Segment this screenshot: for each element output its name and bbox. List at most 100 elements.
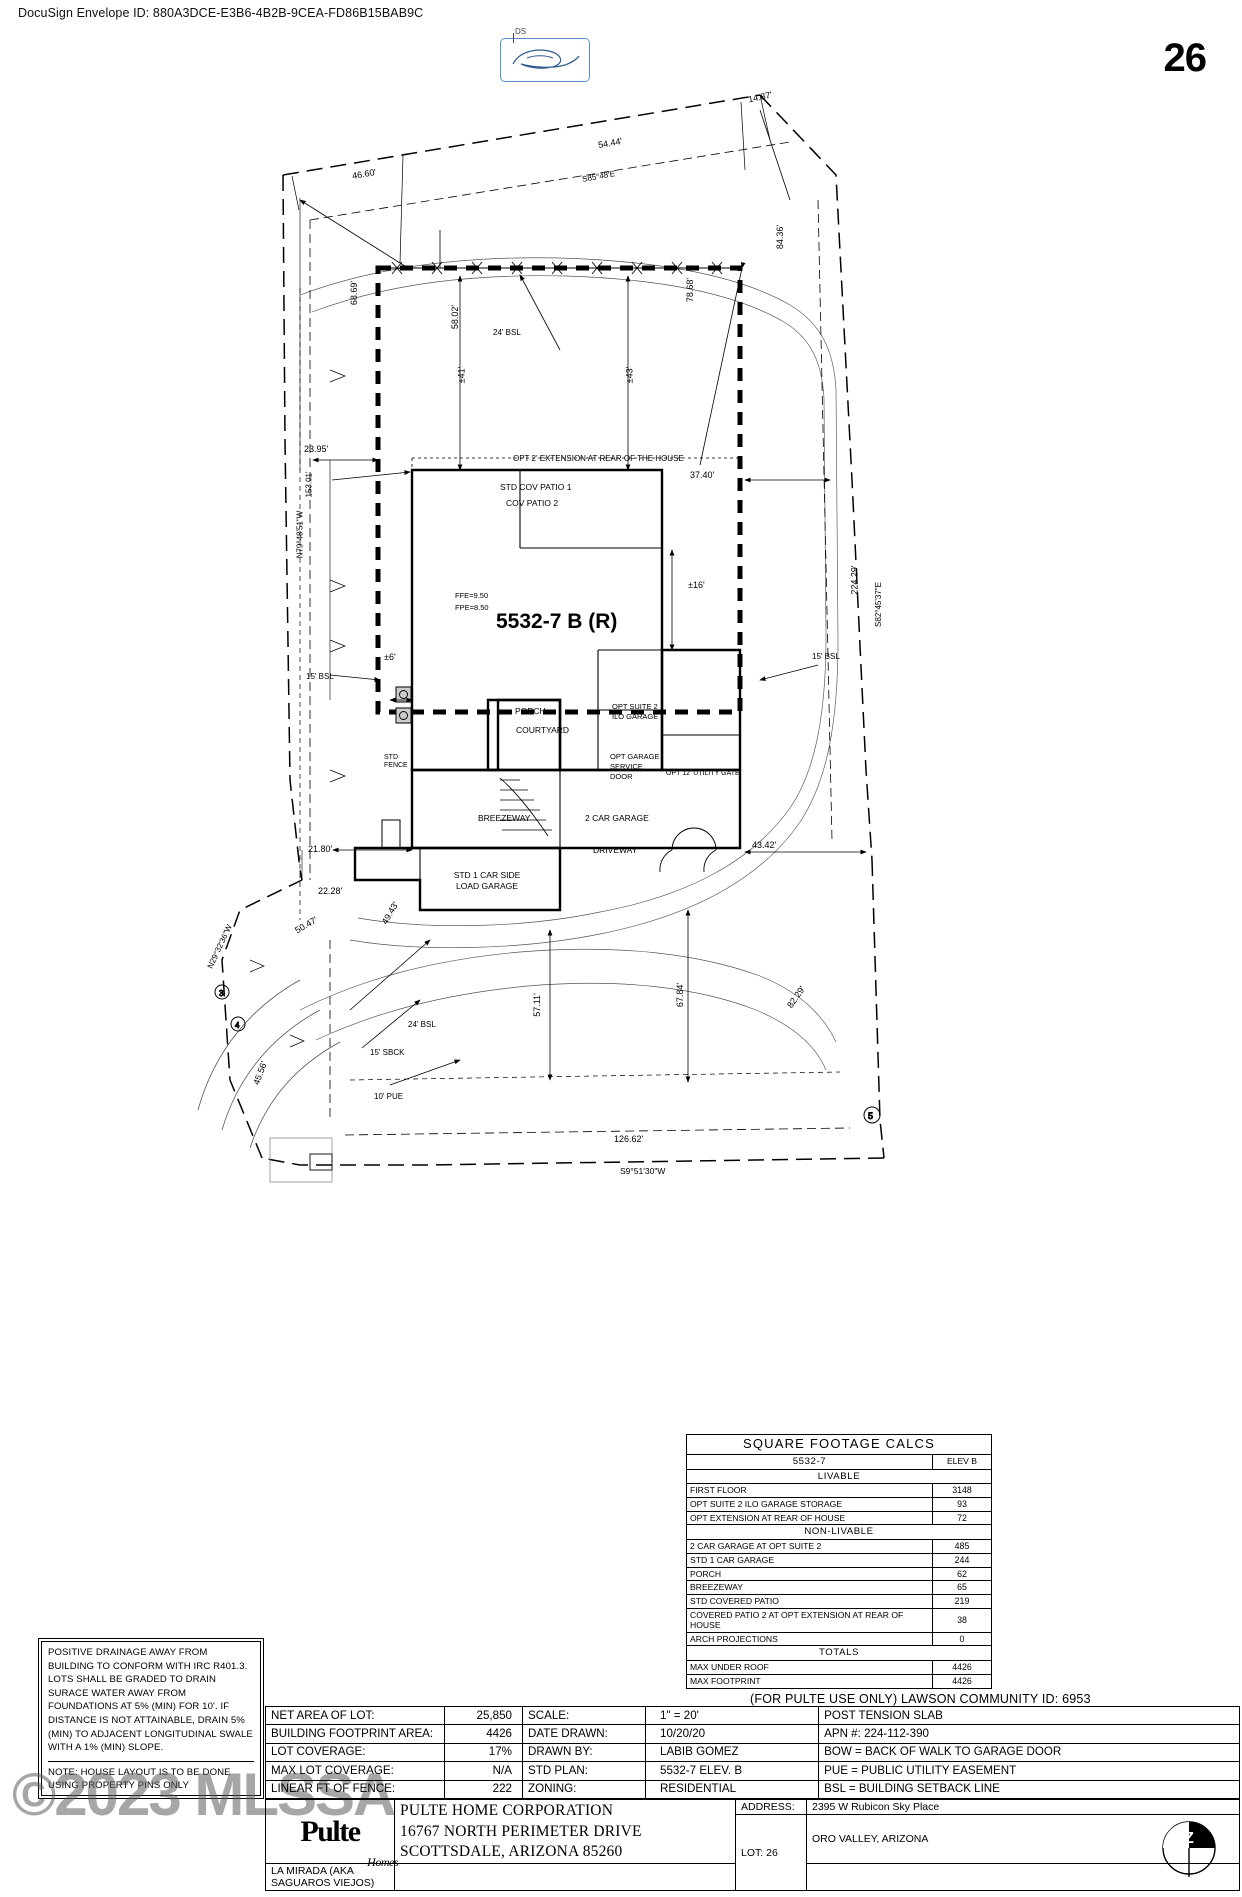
house-plan-label: 5532-7 B (R) [496, 610, 618, 633]
dim-7868: 78.68' [685, 277, 696, 303]
sqft-row-name: MAX FOOTPRINT [686, 1673, 933, 1689]
sqft-section-label: LIVABLE [686, 1468, 992, 1485]
dim-22429: 224.29' [849, 565, 860, 595]
room-opt-suite-2: OPT SUITE 2 ILO GARAGE [612, 702, 659, 721]
page-number: 26 [1163, 36, 1207, 80]
note-opt-extension: OPT 2' EXTENSION AT REAR OF THE HOUSE [513, 454, 684, 463]
dim-2180: 21.80' [308, 844, 333, 854]
setback-15bsl-right: 15' BSL [812, 652, 840, 661]
docusign-tick [513, 33, 514, 43]
docusign-signature-stamp[interactable]: DS [500, 27, 590, 82]
sqft-row-name: MAX UNDER ROOF [686, 1660, 933, 1675]
tb-right-note: POST TENSION SLAB [818, 1705, 1240, 1726]
sqft-row-name: OPT EXTENSION AT REAR OF HOUSE [686, 1510, 933, 1526]
sqft-row-value: 72 [932, 1510, 992, 1526]
lot-key: LOT: [741, 1846, 764, 1859]
table-row: Pulte Homes PULTE HOME CORPORATION 16767… [265, 1799, 1240, 1869]
svg-text:3: 3 [219, 989, 224, 998]
sqft-row-name: ARCH PROJECTIONS [686, 1631, 933, 1647]
table-row: NET AREA OF LOT: 25,850 SCALE: 1" = 20' … [265, 1705, 1240, 1726]
sqft-row-name: STD 1 CAR GARAGE [686, 1552, 933, 1568]
sqft-title: SQUARE FOOTAGE CALCS [686, 1434, 992, 1455]
tb-key: LOT COVERAGE: [265, 1742, 445, 1763]
address-key: ADDRESS: [735, 1799, 807, 1816]
sqft-row-value: 38 [932, 1607, 992, 1633]
north-arrow-compass: Z [1158, 1817, 1220, 1879]
room-std-cov-patio-1: STD COV PATIO 1 [500, 482, 572, 492]
sqft-section-nonlivable: NON-LIVABLE [686, 1524, 992, 1541]
svg-text:5: 5 [868, 1111, 873, 1121]
tb-right-note: PUE = PUBLIC UTILITY EASEMENT [818, 1761, 1240, 1781]
svg-text:4: 4 [235, 1021, 240, 1030]
table-row: MAX UNDER ROOF 4426 [686, 1660, 992, 1675]
title-block: NET AREA OF LOT: 25,850 SCALE: 1" = 20' … [265, 1705, 1240, 1891]
sqft-row-value: 65 [932, 1580, 992, 1595]
bearing-s9: S9°51'30"W [620, 1166, 666, 1176]
sqft-row-value: 4426 [932, 1673, 992, 1689]
tb-value: 5532-7 ELEV. B [644, 1761, 820, 1781]
dim-4342: 43.42' [752, 840, 777, 850]
tb-key: NET AREA OF LOT: [265, 1705, 445, 1726]
sqft-section-label: TOTALS [686, 1645, 992, 1662]
room-breezeway: BREEZEWAY [478, 813, 531, 823]
tb-key: ZONING: [522, 1779, 646, 1800]
dim-3740: 37.40' [690, 470, 715, 480]
sqft-plan-number: 5532-7 [686, 1453, 933, 1470]
note-divider [48, 1760, 254, 1762]
tb-right-note: APN #: 224-112-390 [818, 1724, 1240, 1744]
tb-right-note: BOW = BACK OF WALK TO GARAGE DOOR [818, 1742, 1240, 1763]
offset-41: ±41' [456, 366, 467, 384]
dim-2228: 22.28' [318, 886, 343, 896]
tb-key: DATE DRAWN: [522, 1724, 646, 1744]
tb-value: 1" = 20' [644, 1705, 820, 1726]
tb-key: STD PLAN: [522, 1761, 646, 1781]
company-city: SCOTTSDALE, ARIZONA 85260 [400, 1842, 623, 1860]
square-footage-table: SQUARE FOOTAGE CALCS 5532-7 ELEV B LIVAB… [686, 1434, 992, 1689]
drainage-note-box: POSITIVE DRAINAGE AWAY FROM BUILDING TO … [38, 1638, 264, 1800]
tb-value: 25,850 [444, 1705, 523, 1726]
sqft-row-value: 93 [932, 1496, 992, 1512]
lot-value: 26 [766, 1846, 778, 1859]
room-courtyard: COURTYARD [516, 725, 570, 735]
bearing-s82: S82°45'37"E [873, 582, 883, 627]
plan-svg: 3 4 5 [197, 94, 885, 1183]
pulte-logo-text: Pulte [300, 1815, 361, 1849]
offset-16: ±16' [688, 580, 705, 590]
room-porch: PORCH [515, 706, 546, 716]
room-std-fence: STD FENCE [384, 754, 408, 770]
offset-6: ±6' [384, 652, 396, 662]
sqft-section-label: NON-LIVABLE [686, 1524, 992, 1541]
dim-6869: 68.69' [349, 280, 360, 306]
room-driveway: DRIVEWAY [593, 845, 638, 855]
pulte-use-only-note: (FOR PULTE USE ONLY) LAWSON COMMUNITY ID… [750, 1692, 1091, 1706]
tb-value: N/A [444, 1761, 523, 1781]
room-opt-utility-gate: OPT 12' UTILITY GATE [666, 770, 740, 777]
tb-key: MAX LOT COVERAGE: [265, 1761, 445, 1781]
dim-5711: 57.11' [531, 993, 542, 1017]
tb-key: BUILDING FOOTPRINT AREA: [265, 1724, 445, 1744]
tb-key: SCALE: [522, 1705, 646, 1726]
community-value: LA MIRADA (AKA SAGUAROS VIEJOS) [265, 1862, 395, 1891]
table-row: COVERED PATIO 2 AT OPT EXTENSION AT REAR… [686, 1607, 992, 1633]
setback-15bsl-left: 15' BSL [306, 672, 334, 681]
sqft-section-totals: TOTALS [686, 1645, 992, 1662]
tb-key: DRAWN BY: [522, 1742, 646, 1763]
company-name: PULTE HOME CORPORATION [400, 1802, 614, 1820]
tb-value: RESIDENTIAL [644, 1779, 820, 1800]
ffe-label: FFE=9.50 [455, 591, 489, 600]
sqft-row-name: 2 CAR GARAGE AT OPT SUITE 2 [686, 1539, 933, 1554]
setback-10pue: 10' PUE [374, 1092, 404, 1101]
setback-24bsl-top: 24' BSL [493, 328, 521, 337]
room-std-1-car-side-load-garage: STD 1 CAR SIDE LOAD GARAGE [453, 870, 521, 891]
table-row: STD COVERED PATIO 219 [686, 1594, 992, 1609]
svg-text:Z: Z [1184, 1830, 1194, 1847]
table-row: LA MIRADA (AKA SAGUAROS VIEJOS) [265, 1862, 1240, 1891]
fpe-label: FPE=8.50 [455, 603, 489, 612]
offset-43: ±43' [624, 366, 635, 384]
dim-8436: 84.36' [775, 224, 786, 250]
pulte-logo-sub: Homes [367, 1854, 398, 1869]
table-row: STD 1 CAR GARAGE 244 [686, 1552, 992, 1568]
tb-value: 10/20/20 [644, 1724, 820, 1744]
table-row: PORCH 62 [686, 1566, 992, 1582]
table-row: MAX FOOTPRINT 4426 [686, 1673, 992, 1689]
